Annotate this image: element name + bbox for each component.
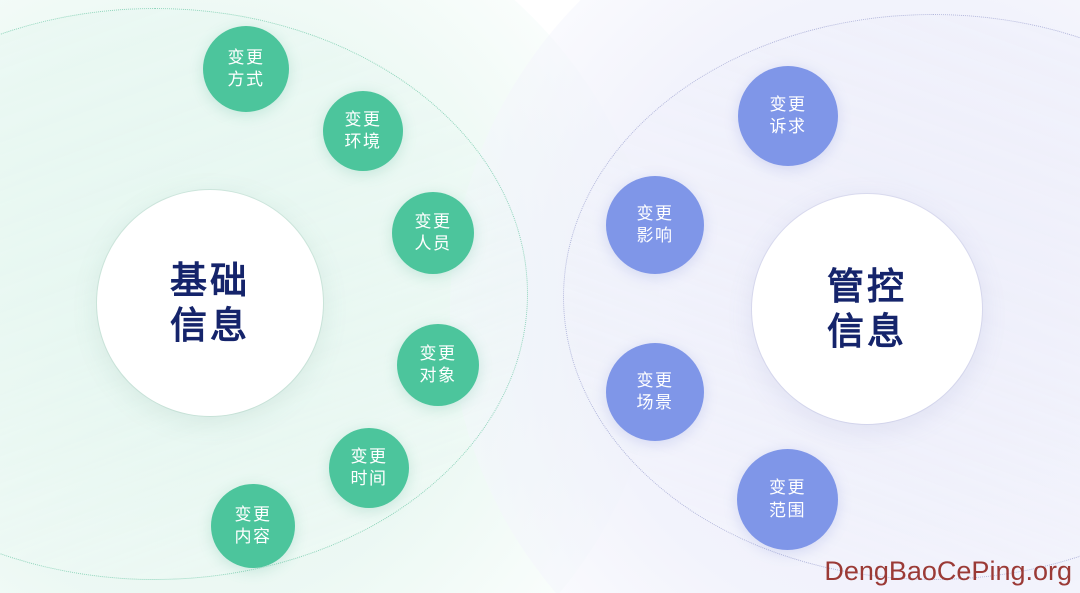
left-bubble-6[interactable]: 变更内容 <box>211 484 295 568</box>
watermark-text: DengBaoCePing.org <box>824 556 1072 586</box>
right-bubble-1[interactable]: 变更诉求 <box>738 66 838 166</box>
left-bubble-5-label-line2: 时间 <box>350 469 388 488</box>
left-bubble-6-label-line1: 变更 <box>234 504 272 524</box>
left-bubble-5-label-line1: 变更 <box>350 446 388 466</box>
left-bubble-4-label-line1: 变更 <box>419 343 457 363</box>
left-bubble-2[interactable]: 变更环境 <box>323 91 403 171</box>
right-bubble-2[interactable]: 变更影响 <box>606 176 704 274</box>
left-hub-label-line2: 信息 <box>170 305 250 346</box>
left-bubble-2-label-line2: 环境 <box>344 132 382 151</box>
right-bubble-3-label-line2: 场景 <box>636 393 674 412</box>
left-bubble-4[interactable]: 变更对象 <box>397 324 479 406</box>
left-hub-label-line1: 基础 <box>170 259 250 301</box>
left-bubble-1-label-line1: 变更 <box>227 47 265 67</box>
right-bubble-4-label-line1: 变更 <box>769 478 806 498</box>
right-hub-control-information[interactable]: 管控 信息 <box>752 194 982 424</box>
left-hub-basic-information[interactable]: 基础 信息 <box>97 190 323 416</box>
left-bubble-5[interactable]: 变更时间 <box>329 428 409 508</box>
left-bubble-4-label-line2: 对象 <box>419 366 457 385</box>
right-hub-label-line2: 信息 <box>827 311 907 352</box>
left-bubble-1[interactable]: 变更方式 <box>203 26 289 112</box>
right-bubble-1-label-line1: 变更 <box>769 94 807 114</box>
right-bubble-3[interactable]: 变更场景 <box>606 343 704 441</box>
right-bubble-1-label-line2: 诉求 <box>769 117 807 136</box>
left-bubble-3[interactable]: 变更人员 <box>392 192 474 274</box>
left-bubble-1-label-line2: 方式 <box>227 70 265 89</box>
left-bubble-6-label-line2: 内容 <box>234 527 272 546</box>
left-bubble-3-label-line2: 人员 <box>414 234 452 253</box>
right-bubble-2-label-line1: 变更 <box>636 203 674 223</box>
right-bubble-4-label-line2: 范围 <box>769 500 806 520</box>
right-bubble-4[interactable]: 变更范围 <box>737 449 838 550</box>
right-bubble-2-label-line2: 影响 <box>636 226 674 245</box>
left-bubble-2-label-line1: 变更 <box>344 109 382 129</box>
left-bubble-3-label-line1: 变更 <box>414 211 452 231</box>
right-bubble-3-label-line1: 变更 <box>636 370 674 390</box>
right-hub-label-line1: 管控 <box>827 265 907 307</box>
